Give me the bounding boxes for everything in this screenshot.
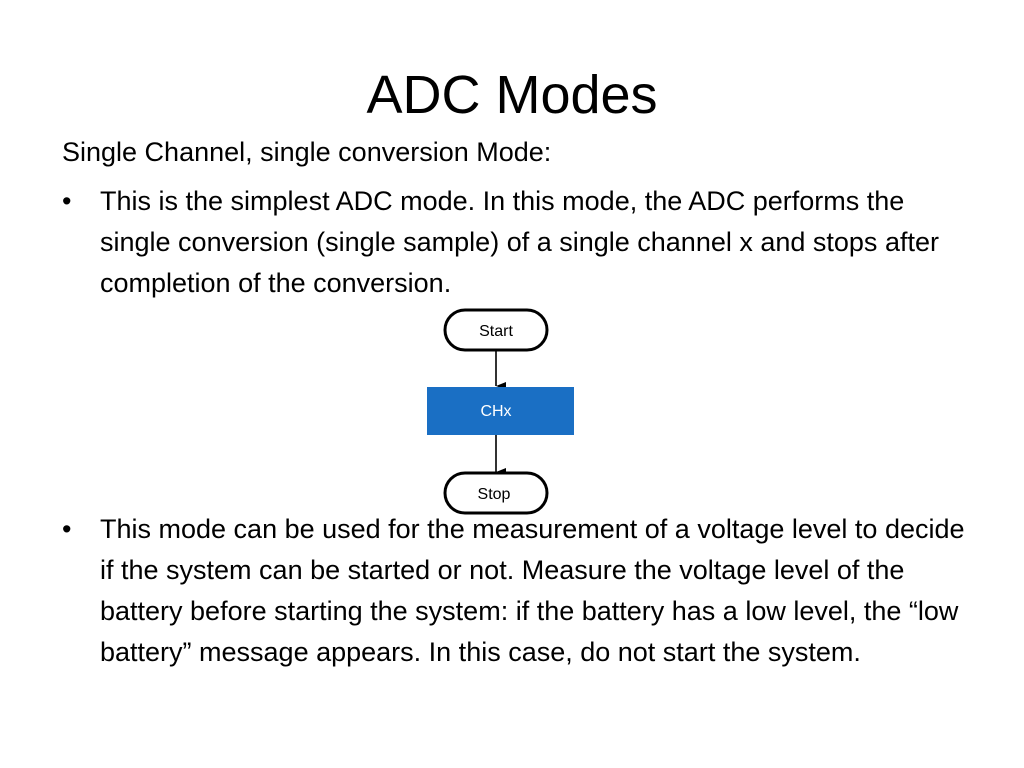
stop-label: Stop bbox=[478, 486, 511, 503]
bullet-icon: • bbox=[62, 186, 72, 216]
bullet-icon: • bbox=[62, 514, 72, 544]
slide-subtitle: Single Channel, single conversion Mode: bbox=[62, 137, 552, 167]
bullet-text: This is the simplest ADC mode. In this m… bbox=[100, 186, 939, 298]
stop-node: Stop bbox=[443, 471, 549, 515]
bullet-item: • This mode can be used for the measurem… bbox=[62, 509, 982, 673]
channel-node: CHx bbox=[427, 387, 574, 435]
flowchart: Start CHx Stop bbox=[420, 300, 580, 520]
slide-title: ADC Modes bbox=[366, 65, 658, 125]
channel-block bbox=[427, 387, 574, 435]
start-node: Start bbox=[443, 308, 549, 352]
start-label: Start bbox=[479, 323, 513, 340]
bullet-text: This mode can be used for the measuremen… bbox=[100, 514, 965, 667]
channel-label: CHx bbox=[480, 403, 511, 420]
bullet-item: • This is the simplest ADC mode. In this… bbox=[62, 181, 982, 304]
